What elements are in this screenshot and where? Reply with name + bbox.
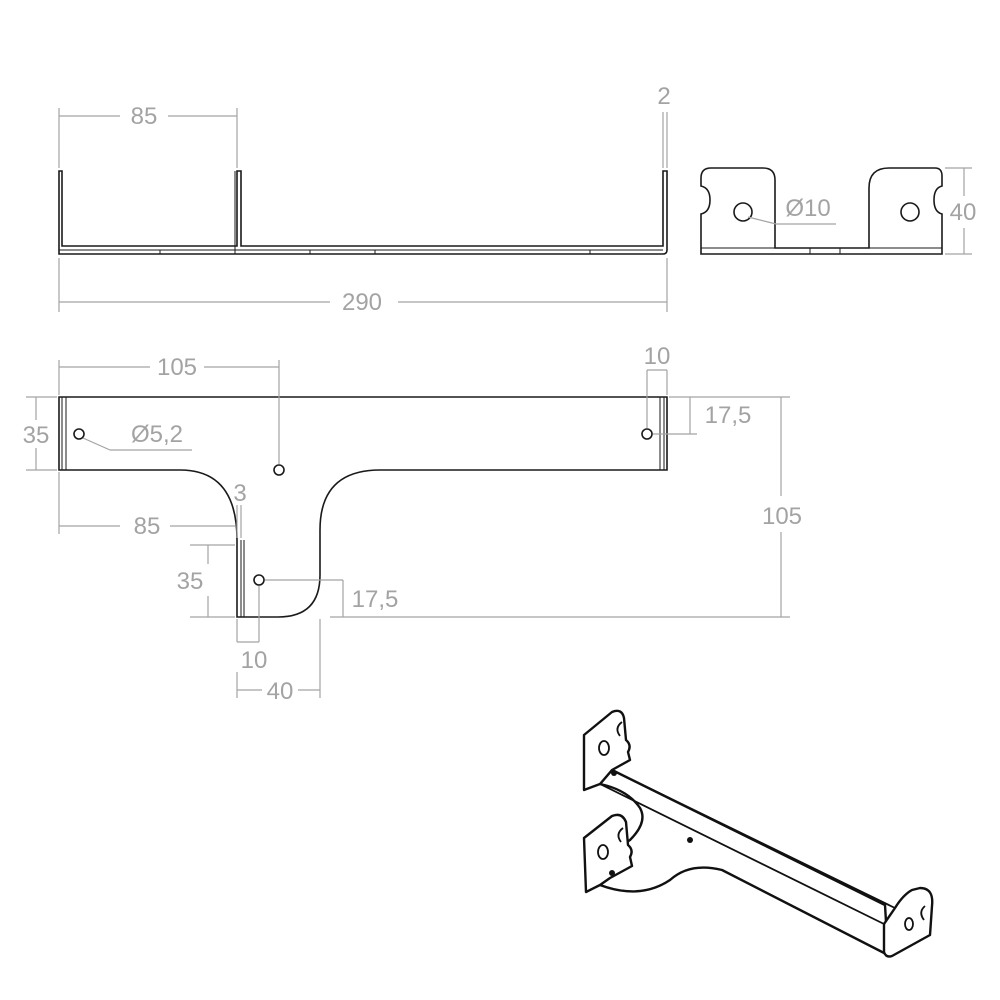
plan-view: 105 10 35 Ø5,2 17,5 (23, 343, 802, 705)
dim-10-top-label: 10 (644, 343, 671, 370)
iso-hole-2 (687, 837, 693, 843)
side-hole-left (733, 202, 753, 222)
dimension-10-bottom: 10 (236, 586, 268, 674)
dimension-3: 3 (233, 480, 247, 538)
profile-outline (58, 170, 668, 255)
dim-40-side-label: 40 (950, 199, 977, 226)
dimension-10-top: 10 (644, 343, 671, 428)
plan-hole-right (641, 428, 653, 440)
iso-hole-3 (609, 870, 615, 876)
dimension-35-left: 35 (23, 396, 57, 471)
dimension-85-mid: 85 (58, 472, 235, 540)
dim-17-5-top-label: 17,5 (705, 402, 752, 429)
iso-hole-1 (611, 770, 617, 776)
plan-hole-lower (253, 574, 265, 586)
dimension-35-lower: 35 (177, 544, 235, 618)
iso-upper-flange (582, 709, 632, 792)
dimension-diameter-10: Ø10 (747, 195, 836, 225)
side-elevation-view: Ø10 40 (700, 167, 977, 255)
dim-3-label: 3 (233, 480, 246, 507)
side-profile-outline (700, 167, 943, 255)
dimension-17-5-top: 17,5 (653, 397, 752, 435)
dim-40-bottom-label: 40 (267, 678, 294, 705)
dim-35-left-label: 35 (23, 422, 50, 449)
dim-105-right-label: 105 (762, 503, 802, 530)
dim-10-bottom-label: 10 (241, 647, 268, 674)
dim-85-mid-label: 85 (134, 513, 161, 540)
plan-hole-left (73, 428, 85, 440)
dimension-85: 85 (58, 103, 238, 168)
dimension-17-5-lower: 17,5 (265, 579, 399, 617)
top-elevation-view: 85 2 290 (58, 83, 671, 316)
dim-diameter-10-label: Ø10 (785, 195, 830, 222)
isometric-view (582, 709, 934, 958)
dimension-290: 290 (58, 258, 668, 316)
side-hole-right (900, 202, 920, 222)
plan-hole-center (273, 464, 285, 476)
dimension-diameter-5-2: Ø5,2 (82, 421, 192, 451)
dim-35-lower-label: 35 (177, 568, 204, 595)
dim-17-5-lower-label: 17,5 (352, 586, 399, 613)
dim-diameter-5-2-label: Ø5,2 (131, 421, 183, 448)
dim-2-label: 2 (657, 83, 670, 110)
dimension-2: 2 (657, 83, 671, 168)
dim-290-label: 290 (342, 289, 382, 316)
dimension-40-side: 40 (945, 167, 977, 255)
plan-outline (58, 396, 668, 618)
dimension-105-top: 105 (58, 354, 280, 464)
dimension-105-right: 105 (330, 396, 802, 618)
dimension-40-bottom: 40 (236, 619, 321, 705)
iso-end-flange (882, 886, 934, 958)
dim-85-label: 85 (131, 103, 158, 130)
dim-105-top-label: 105 (157, 354, 197, 381)
